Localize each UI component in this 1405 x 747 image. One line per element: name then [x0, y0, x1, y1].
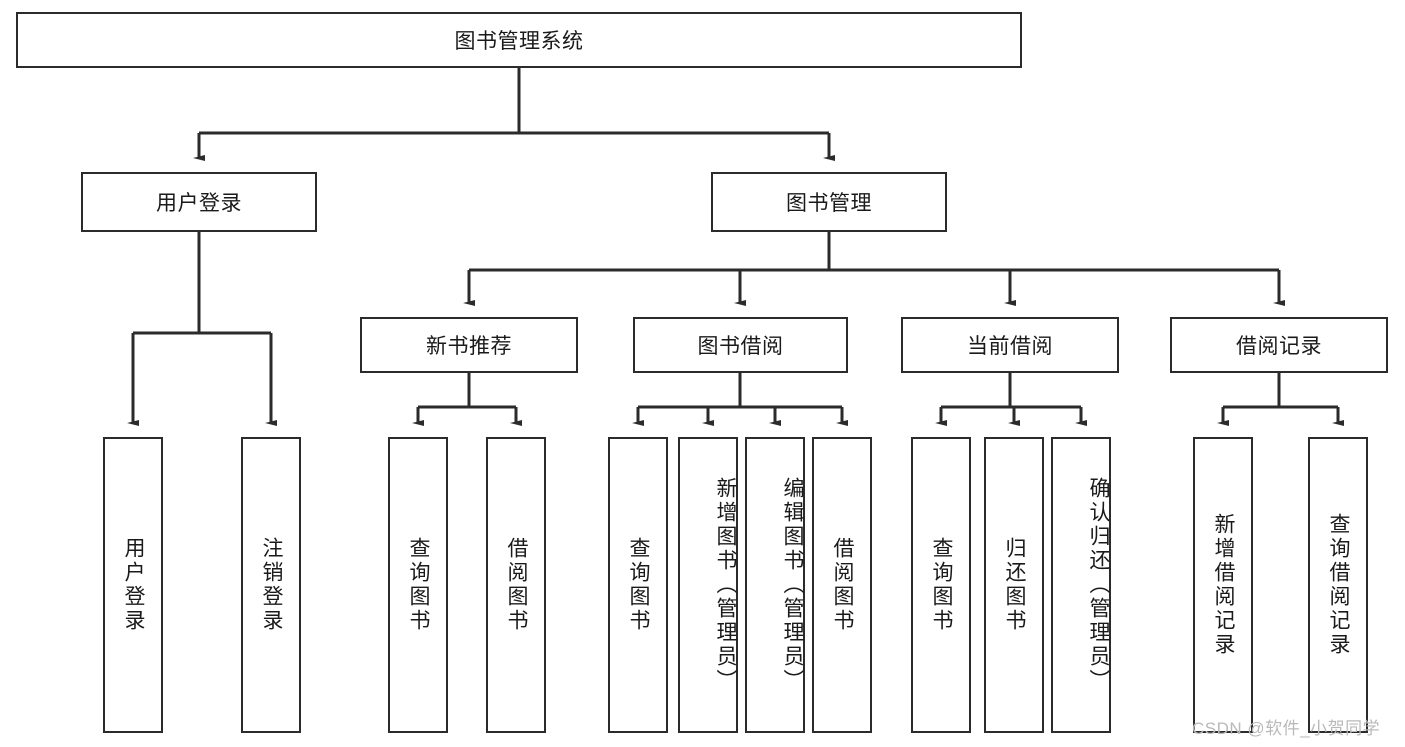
node-leaf-return-book-label: 归还图书 [1003, 537, 1027, 633]
node-leaf-logout-label: 注销登录 [260, 537, 284, 633]
node-book-borrow[interactable]: 图书借阅 [633, 317, 848, 373]
node-leaf-add-book-label: 新增图书（管理员） [714, 477, 737, 693]
node-leaf-borrow-book-1[interactable]: 借阅图书 [486, 437, 546, 733]
node-leaf-query-record-label: 查询借阅记录 [1327, 513, 1351, 657]
node-book-manage[interactable]: 图书管理 [711, 172, 947, 232]
node-new-book-recommend-label: 新书推荐 [426, 335, 512, 358]
node-user-login[interactable]: 用户登录 [81, 172, 317, 232]
node-leaf-query-book-2[interactable]: 查询图书 [608, 437, 668, 733]
node-borrow-record[interactable]: 借阅记录 [1170, 317, 1388, 373]
node-leaf-confirm-return-label: 确认归还（管理员） [1087, 477, 1110, 693]
node-book-manage-label: 图书管理 [786, 192, 872, 215]
node-new-book-recommend[interactable]: 新书推荐 [360, 317, 578, 373]
node-leaf-query-book-3[interactable]: 查询图书 [911, 437, 971, 733]
node-leaf-borrow-book-1-label: 借阅图书 [505, 537, 529, 633]
node-current-borrow[interactable]: 当前借阅 [901, 317, 1119, 373]
node-current-borrow-label: 当前借阅 [967, 335, 1053, 358]
node-leaf-add-record[interactable]: 新增借阅记录 [1193, 437, 1253, 733]
node-user-login-label: 用户登录 [156, 192, 242, 215]
node-leaf-return-book[interactable]: 归还图书 [984, 437, 1044, 733]
node-leaf-borrow-book-2-label: 借阅图书 [831, 537, 855, 633]
node-leaf-query-record[interactable]: 查询借阅记录 [1308, 437, 1368, 733]
node-root-label: 图书管理系统 [454, 30, 584, 53]
watermark: CSDN @软件_小贺同学 [1192, 719, 1381, 738]
node-leaf-borrow-book-2[interactable]: 借阅图书 [812, 437, 872, 733]
node-book-borrow-label: 图书借阅 [697, 335, 784, 358]
node-leaf-confirm-return[interactable]: 确认归还（管理员） [1051, 437, 1111, 733]
node-root[interactable]: 图书管理系统 [16, 12, 1022, 68]
node-leaf-query-book-1[interactable]: 查询图书 [388, 437, 448, 733]
node-leaf-query-book-1-label: 查询图书 [407, 537, 431, 633]
node-leaf-query-book-2-label: 查询图书 [627, 537, 651, 633]
node-leaf-edit-book[interactable]: 编辑图书（管理员） [745, 437, 805, 733]
node-leaf-user-login[interactable]: 用户登录 [103, 437, 163, 733]
node-leaf-add-record-label: 新增借阅记录 [1212, 513, 1236, 657]
node-leaf-query-book-3-label: 查询图书 [930, 537, 954, 633]
node-leaf-user-login-label: 用户登录 [122, 537, 146, 633]
node-leaf-edit-book-label: 编辑图书（管理员） [781, 477, 804, 693]
node-leaf-add-book[interactable]: 新增图书（管理员） [678, 437, 738, 733]
node-leaf-logout[interactable]: 注销登录 [241, 437, 301, 733]
node-borrow-record-label: 借阅记录 [1236, 335, 1322, 358]
